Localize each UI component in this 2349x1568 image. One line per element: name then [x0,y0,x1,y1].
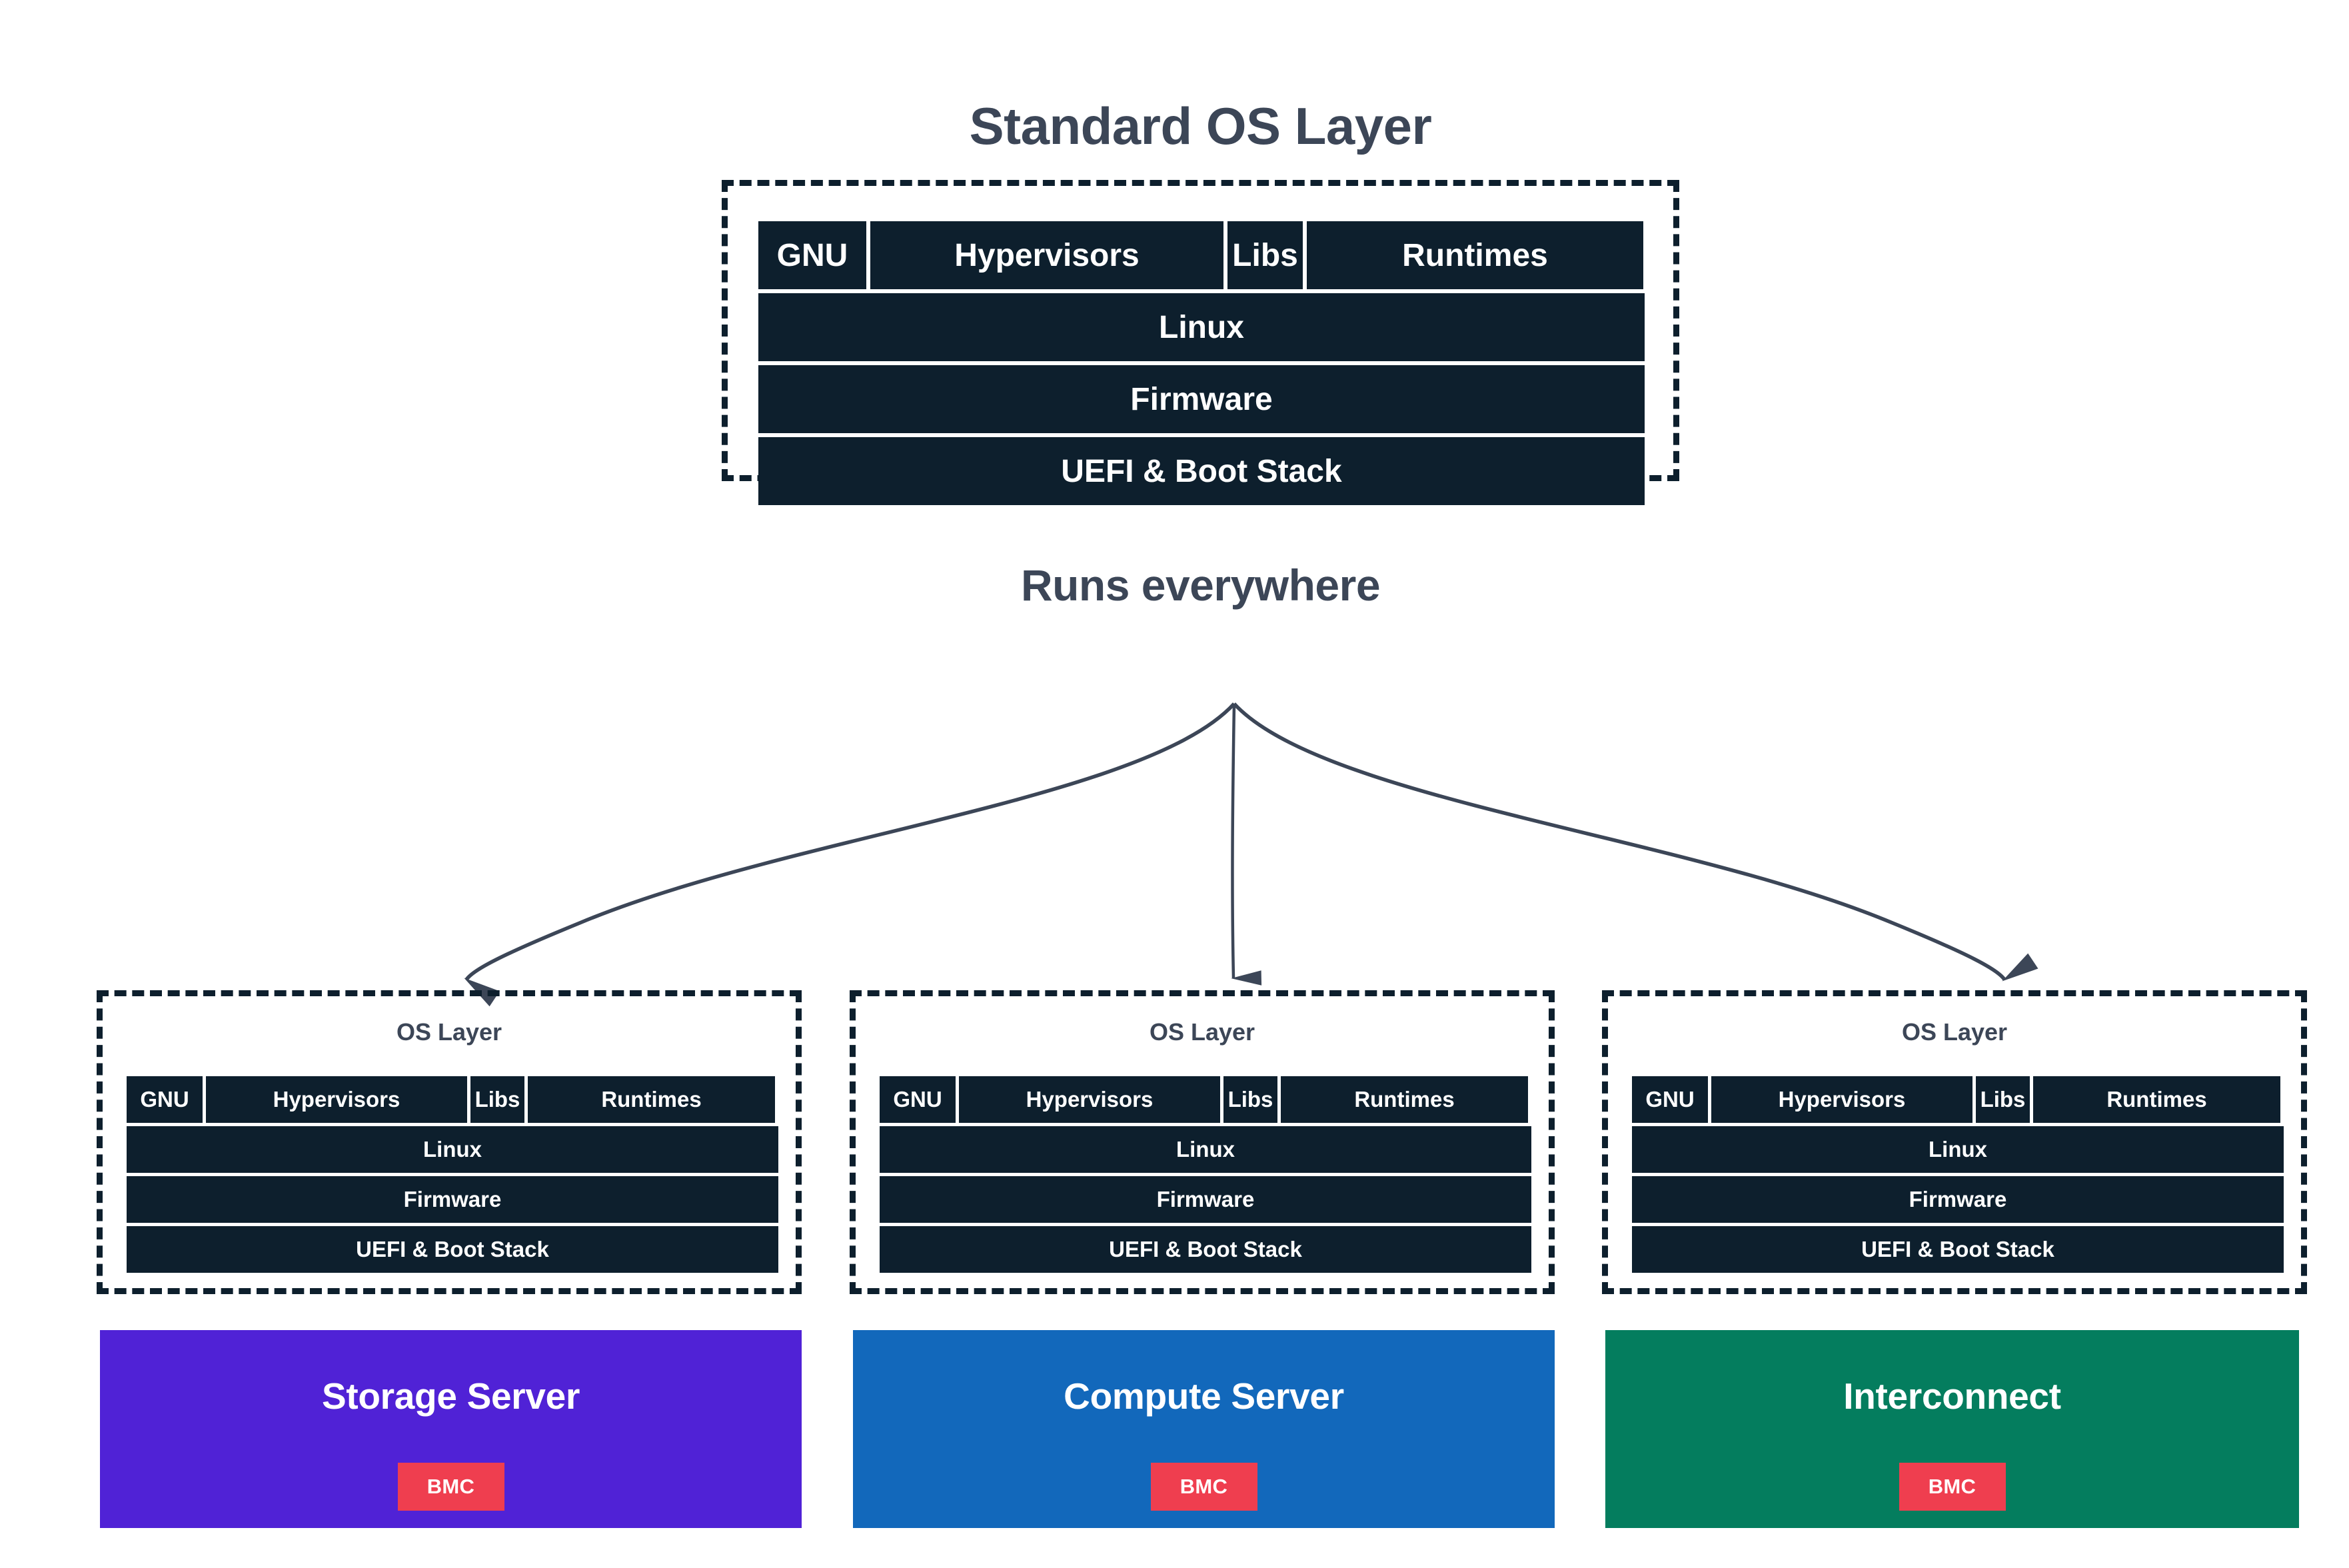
stack-cell-uefi-boot-stack[interactable]: UEFI & Boot Stack [758,437,1645,505]
hardware-title: Interconnect [1843,1375,2061,1417]
hardware-title: Compute Server [1064,1375,1344,1417]
stack-cell-libs[interactable]: Libs [470,1076,524,1123]
stack-cell-hypervisors[interactable]: Hypervisors [959,1076,1220,1123]
stack-cell-libs[interactable]: Libs [1223,1076,1277,1123]
stack-cell-hypervisors[interactable]: Hypervisors [206,1076,467,1123]
os-layer-caption-interconnect: OS Layer [1901,1018,2008,1046]
stack-row-linux: Linux [1632,1126,2284,1173]
os-layer-stack-interconnect: GNU Hypervisors Libs Runtimes Linux Firm… [1632,1076,2284,1273]
stack-cell-runtimes[interactable]: Runtimes [1307,221,1643,289]
stack-row-uefi-boot-stack: UEFI & Boot Stack [880,1226,1531,1273]
stack-cell-runtimes[interactable]: Runtimes [1281,1076,1528,1123]
stack-cell-uefi-boot-stack[interactable]: UEFI & Boot Stack [127,1226,778,1273]
stack-cell-firmware[interactable]: Firmware [758,365,1645,433]
hardware-box-interconnect[interactable]: Interconnect BMC [1605,1330,2299,1528]
hardware-box-compute-server[interactable]: Compute Server BMC [853,1330,1555,1528]
stack-cell-linux[interactable]: Linux [1632,1126,2284,1173]
stack-row-firmware: Firmware [127,1176,778,1223]
stack-cell-uefi-boot-stack[interactable]: UEFI & Boot Stack [1632,1226,2284,1273]
stack-cell-uefi-boot-stack[interactable]: UEFI & Boot Stack [880,1226,1531,1273]
stack-row-firmware: Firmware [1632,1176,2284,1223]
stack-row-uefi-boot-stack: UEFI & Boot Stack [1632,1226,2284,1273]
os-layer-boundary-compute-server [850,990,1555,1294]
page-title: Standard OS Layer [969,97,1432,155]
stack-cell-runtimes[interactable]: Runtimes [2033,1076,2280,1123]
hardware-title: Storage Server [321,1375,580,1417]
stack-cell-runtimes[interactable]: Runtimes [528,1076,775,1123]
os-layer-stack-storage-server: GNU Hypervisors Libs Runtimes Linux Firm… [127,1076,778,1273]
stack-cell-gnu[interactable]: GNU [758,221,866,289]
stack-cell-firmware[interactable]: Firmware [127,1176,778,1223]
stack-row-userspace: GNU Hypervisors Libs Runtimes [880,1076,1531,1123]
bmc-badge[interactable]: BMC [397,1463,504,1511]
hardware-box-storage-server[interactable]: Storage Server BMC [100,1330,802,1528]
os-layer-boundary-storage-server [97,990,802,1294]
stack-row-uefi-boot-stack: UEFI & Boot Stack [758,437,1645,505]
stack-cell-libs[interactable]: Libs [1976,1076,2030,1123]
stack-cell-gnu[interactable]: GNU [880,1076,956,1123]
os-layer-caption-compute-server: OS Layer [1149,1018,1255,1046]
stack-row-userspace: GNU Hypervisors Libs Runtimes [758,221,1645,289]
stack-cell-hypervisors[interactable]: Hypervisors [1711,1076,1972,1123]
bmc-badge[interactable]: BMC [1150,1463,1257,1511]
stack-cell-libs[interactable]: Libs [1227,221,1303,289]
stack-row-linux: Linux [758,293,1645,361]
stack-cell-firmware[interactable]: Firmware [880,1176,1531,1223]
stack-row-linux: Linux [880,1126,1531,1173]
stack-cell-hypervisors[interactable]: Hypervisors [870,221,1223,289]
stack-row-linux: Linux [127,1126,778,1173]
stack-cell-firmware[interactable]: Firmware [1632,1176,2284,1223]
stack-row-userspace: GNU Hypervisors Libs Runtimes [127,1076,778,1123]
bmc-badge[interactable]: BMC [1899,1463,2006,1511]
stack-row-uefi-boot-stack: UEFI & Boot Stack [127,1226,778,1273]
stack-row-firmware: Firmware [758,365,1645,433]
os-layer-stack-compute-server: GNU Hypervisors Libs Runtimes Linux Firm… [880,1076,1531,1273]
stack-cell-linux[interactable]: Linux [880,1126,1531,1173]
os-layer-boundary-interconnect [1602,990,2307,1294]
stack-row-userspace: GNU Hypervisors Libs Runtimes [1632,1076,2284,1123]
subtitle-runs-everywhere: Runs everywhere [1020,560,1381,610]
arrow-to-storage-server [464,702,1236,1007]
os-layer-caption-storage-server: OS Layer [396,1018,502,1046]
stack-row-firmware: Firmware [880,1176,1531,1223]
stack-cell-gnu[interactable]: GNU [1632,1076,1708,1123]
stack-cell-gnu[interactable]: GNU [127,1076,203,1123]
arrow-to-compute-server [1231,703,1262,986]
stack-cell-linux[interactable]: Linux [758,293,1645,361]
standard-os-layer-stack: GNU Hypervisors Libs Runtimes Linux Firm… [758,221,1645,505]
arrow-to-interconnect [1232,702,2038,982]
stack-cell-linux[interactable]: Linux [127,1126,778,1173]
